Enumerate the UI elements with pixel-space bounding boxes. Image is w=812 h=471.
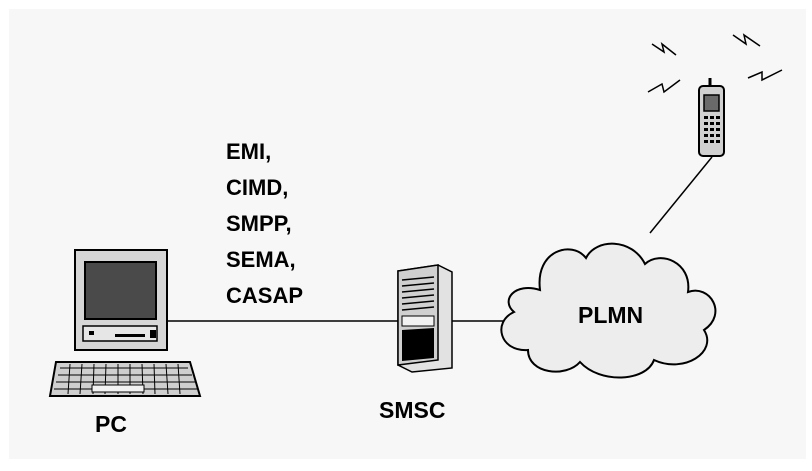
protocol-list: EMI, CIMD, SMPP, SEMA, CASAP <box>226 139 303 308</box>
signal-icon <box>647 33 783 94</box>
protocol-label: EMI, <box>226 139 271 164</box>
protocol-label: CASAP <box>226 283 303 308</box>
server-tower-icon <box>397 264 453 373</box>
cloud-network-icon <box>500 242 717 379</box>
plmn-label: PLMN <box>578 302 643 328</box>
smsc-label: SMSC <box>379 397 445 423</box>
mobile-phone-icon <box>698 78 725 157</box>
protocol-label: SEMA, <box>226 247 296 272</box>
protocol-label: CIMD, <box>226 175 288 200</box>
protocol-label: SMPP, <box>226 211 292 236</box>
pc-label: PC <box>95 411 127 437</box>
desktop-computer-icon <box>48 249 202 397</box>
plmn-phone-link <box>649 156 713 234</box>
